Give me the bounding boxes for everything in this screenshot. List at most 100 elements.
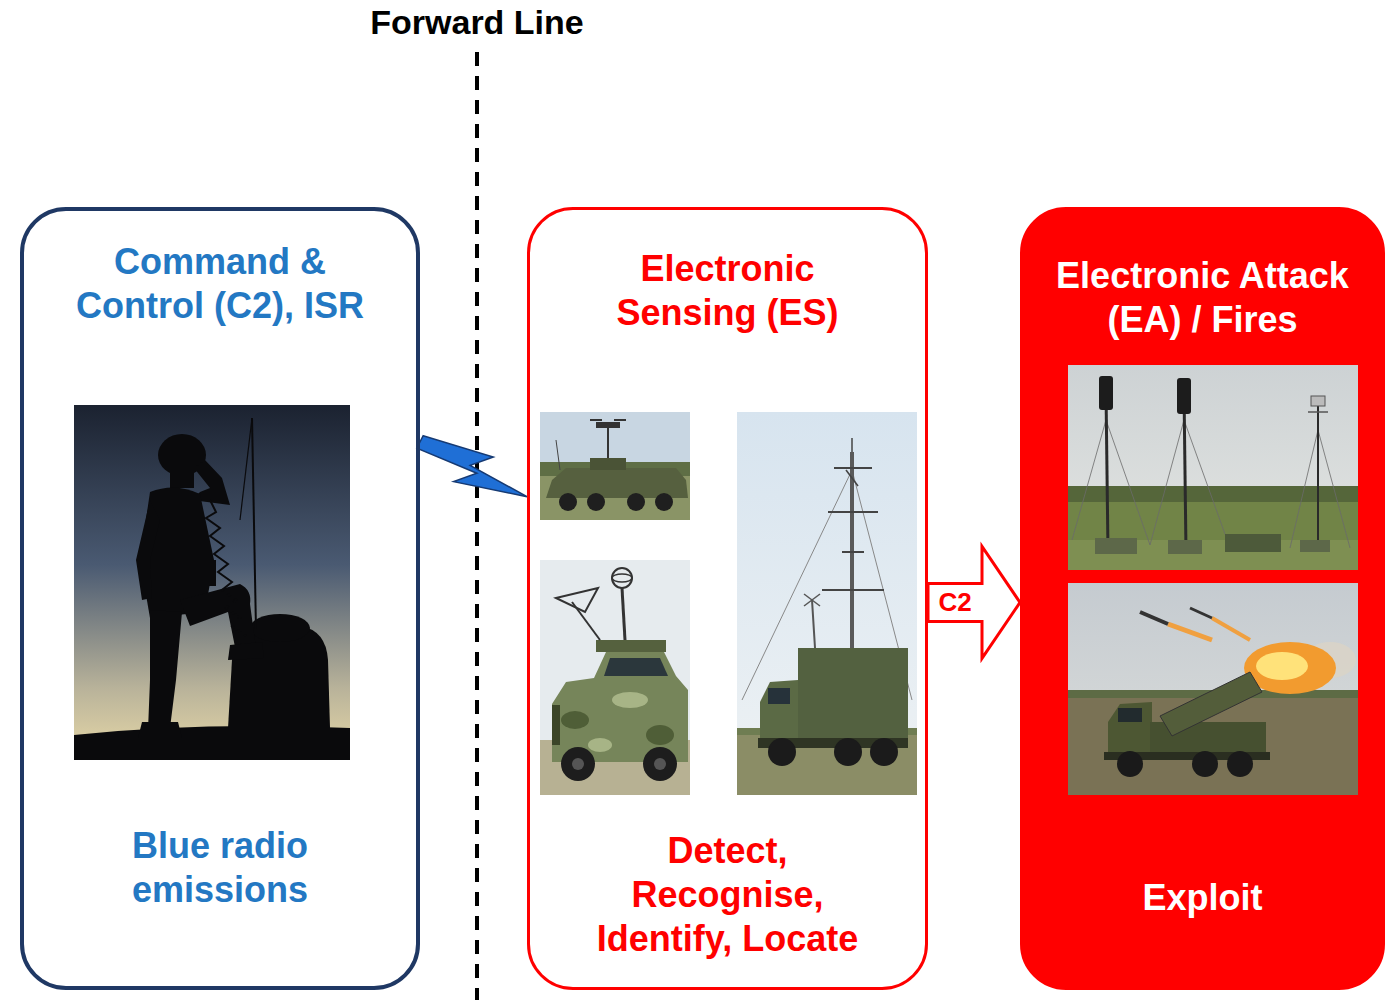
box-heading: Command & Control (C2), ISR xyxy=(60,240,380,328)
jammer-masts-photo-part xyxy=(1308,411,1328,413)
drone-vehicle-photo-part xyxy=(540,412,690,520)
soldier-radio-photo-part xyxy=(74,405,350,760)
soldier-silhouette-part xyxy=(158,434,206,476)
drone-vehicle-photo-part xyxy=(590,458,626,470)
armoured-car-photo-part xyxy=(572,602,600,640)
soldier-silhouette-part xyxy=(192,460,230,505)
c2-block-arrow xyxy=(928,546,1020,658)
drone-vehicle-photo-part xyxy=(540,462,690,476)
mast-truck-photo-part xyxy=(737,412,917,795)
drone-vehicle-photo xyxy=(540,412,690,520)
armoured-car-photo-part xyxy=(643,747,677,781)
rocket-launcher-photo-part xyxy=(1244,642,1336,694)
drone-vehicle-photo-part xyxy=(590,419,602,421)
box-caption: Exploit xyxy=(1142,876,1262,920)
soldier-silhouette-part xyxy=(170,458,194,488)
mast-truck-photo-part xyxy=(851,438,853,452)
soldier-silhouette-part xyxy=(74,726,350,760)
jammer-masts-photo-part xyxy=(1068,486,1358,502)
soldier-silhouette-part xyxy=(250,614,310,642)
mast-truck-photo-part xyxy=(737,735,917,795)
drone-vehicle-photo-part xyxy=(559,493,577,511)
armoured-car-photo-part xyxy=(572,758,584,770)
armoured-car-photo-part xyxy=(604,658,668,676)
rocket-launcher-photo-part xyxy=(1068,690,1358,698)
rocket-launcher-photo-part xyxy=(1104,752,1270,760)
jammer-masts-photo-part xyxy=(1177,378,1191,414)
soldier-silhouette-part xyxy=(180,584,256,652)
mast-truck-photo xyxy=(737,412,917,795)
jammer-masts-photo-part xyxy=(1225,534,1281,552)
radio-antenna xyxy=(206,418,256,636)
soldier-silhouette-part xyxy=(136,500,160,600)
radio-antenna-part xyxy=(252,418,256,630)
forward-line xyxy=(475,52,479,1000)
rocket-launcher-photo-part xyxy=(1192,751,1218,777)
jammer-masts-photo-part xyxy=(1184,392,1186,552)
jammer-masts-photo xyxy=(1068,365,1358,570)
rocket-launcher-photo-part xyxy=(1117,751,1143,777)
soldier-silhouette-part xyxy=(140,487,214,618)
jammer-masts-photo-part-part xyxy=(1290,430,1318,548)
c2-label-wrap: C2 xyxy=(936,587,973,617)
radio-antenna-part xyxy=(206,500,246,636)
box-caption: Blue radio emissions xyxy=(60,824,380,912)
mast-truck-photo-part xyxy=(822,589,884,591)
mast-truck-photo-part xyxy=(834,738,862,766)
armoured-car-photo-part xyxy=(612,692,648,708)
rocket-launcher-photo-part xyxy=(1140,612,1168,624)
soldier-silhouette xyxy=(74,434,350,760)
jammer-masts-photo-part-part xyxy=(1072,420,1106,540)
c2-label: C2 xyxy=(936,587,973,617)
armoured-car-photo-part xyxy=(596,640,666,652)
radio-antenna-part xyxy=(240,418,252,520)
rocket-launcher-photo-part xyxy=(1068,690,1358,795)
mast-truck-photo-part xyxy=(834,467,872,469)
drone-vehicle-photo-part xyxy=(655,493,673,511)
drone-vehicle-photo-part xyxy=(587,493,605,511)
drone-vehicle-photo-part xyxy=(614,419,626,421)
radio-link-bolt xyxy=(417,436,527,497)
armoured-car-photo-part xyxy=(622,588,625,640)
soldier-silhouette-part xyxy=(228,642,264,660)
mast-truck-photo-part xyxy=(842,551,864,553)
rocket-launcher-photo-part xyxy=(1304,642,1356,678)
jammer-masts-photo-part xyxy=(1068,365,1358,570)
jammer-masts-photo-part xyxy=(1168,540,1202,554)
rocket-launcher-photo-part xyxy=(1160,672,1262,736)
armoured-car-photo-part xyxy=(612,574,632,582)
rocket-launcher-photo-part xyxy=(1212,618,1250,640)
c2-isr-box: Command & Control (C2), ISR Blue radio em… xyxy=(20,207,420,990)
mast-truck-photo-part xyxy=(768,688,790,704)
jammer-masts-photo-part-part xyxy=(1106,420,1150,545)
rocket-launcher-photo-part xyxy=(1190,608,1212,618)
armoured-car-photo-part xyxy=(561,747,595,781)
es-box: Electronic Sensing (ES)Detect, Recognise… xyxy=(527,207,928,990)
drone-vehicle-photo-part xyxy=(627,493,645,511)
soldier-silhouette-part xyxy=(228,626,330,728)
soldier-silhouette-part xyxy=(138,722,182,738)
jammer-masts-photo-part xyxy=(1311,396,1325,406)
soldier-silhouette-part xyxy=(200,560,216,586)
mast-truck-photo-part xyxy=(812,600,815,648)
jammer-masts-photo-part xyxy=(1095,538,1137,554)
mast-truck-photo-part xyxy=(742,470,852,700)
jammer-masts-photo-part-part xyxy=(1318,430,1350,548)
box-heading: Electronic Sensing (ES) xyxy=(578,247,878,335)
mast-truck-photo-part xyxy=(870,738,898,766)
drone-vehicle-photo-part xyxy=(607,428,609,458)
armoured-car-photo-part xyxy=(552,652,688,762)
forward-line-label-wrap: Forward Line xyxy=(370,0,583,44)
mast-truck-photo-part xyxy=(828,511,878,513)
drone-vehicle-photo-part xyxy=(540,476,690,520)
ea-fires-box: Electronic Attack (EA) / FiresExploit xyxy=(1020,207,1385,990)
drone-vehicle-photo-part xyxy=(546,468,688,498)
mast-truck-photo-part xyxy=(798,648,908,740)
mast-truck-photo-part xyxy=(737,728,917,736)
rocket-launcher-photo-part xyxy=(1256,652,1308,680)
rocket-launcher-photo-part xyxy=(1068,583,1358,795)
jammer-masts-photo-part-part xyxy=(1184,420,1230,548)
armoured-car-photo-part xyxy=(561,711,589,729)
